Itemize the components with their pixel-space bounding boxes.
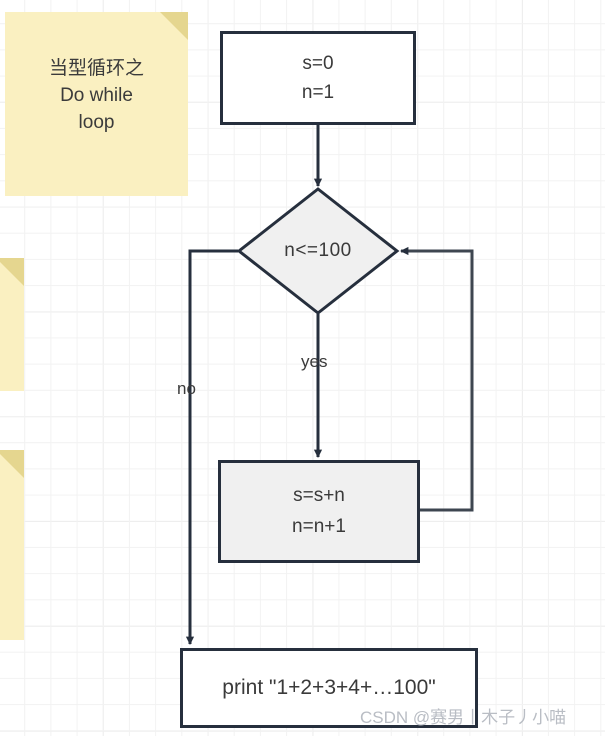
edge-label-yes: yes: [301, 352, 328, 371]
watermark: CSDN @赛男丨木子丿小喵: [360, 708, 567, 727]
edge-label-no: no: [177, 379, 196, 398]
node-output[interactable]: print "1+2+3+4+…100": [180, 648, 478, 728]
sticky-note-title-text: 当型循环之 Do while loop: [48, 58, 144, 133]
node-init[interactable]: s=0 n=1: [220, 31, 416, 125]
sticky-note-left-lower[interactable]: [0, 450, 24, 640]
sticky-note-left-upper[interactable]: [0, 258, 24, 391]
sticky-note-fold-icon: [0, 258, 24, 286]
node-body[interactable]: s=s+n n=n+1: [218, 460, 420, 563]
sticky-note-title[interactable]: 当型循环之 Do while loop: [5, 12, 188, 196]
sticky-note-fold-icon: [160, 12, 188, 40]
sticky-note-fold-icon: [0, 450, 24, 478]
node-condition-label: n<=100: [284, 240, 352, 261]
node-condition[interactable]: n<=100: [236, 186, 400, 316]
